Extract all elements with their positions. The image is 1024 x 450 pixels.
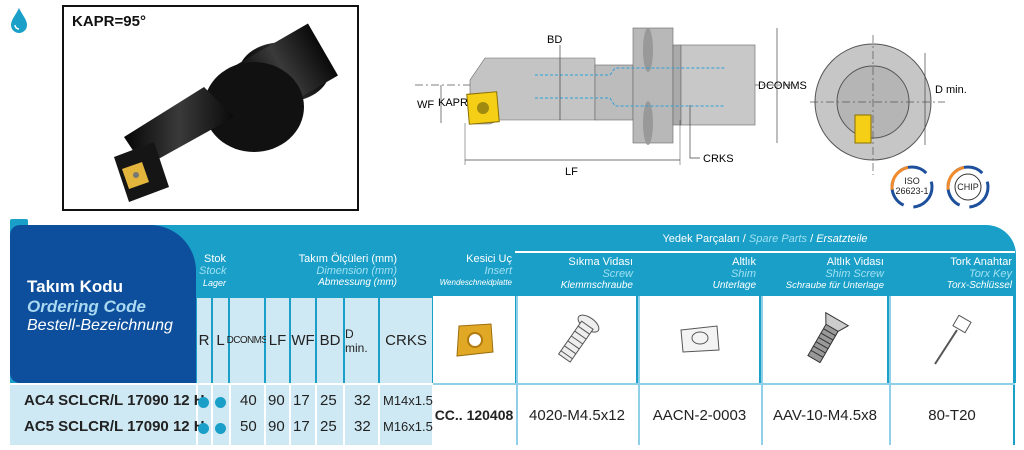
col-l: L: [213, 298, 228, 383]
screw-image-cell: [516, 296, 636, 383]
stock-dot-l: [215, 423, 226, 434]
tool-holder-image: [114, 23, 338, 202]
label-bd: BD: [547, 34, 562, 46]
spare-parts-header: Yedek Parçaları / Spare Parts / Ersatzte…: [662, 233, 868, 245]
torx-key-icon: [934, 314, 972, 365]
screw-icon: [557, 314, 600, 363]
dimensions-header: Takım Ölçüleri (mm)Dimension (mm)Abmessu…: [230, 250, 432, 296]
screw-code: 4020-M4.5x12: [516, 385, 636, 445]
table-row: AC5 SCLCR/L 17090 12 H 50 90 17 25 32 M1…: [24, 418, 433, 435]
product-photo: KAPR=95°: [62, 5, 359, 211]
shim-code: AACN-2-0003: [638, 385, 759, 445]
table-row: AC4 SCLCR/L 17090 12 H 40 90 17 25 32 M1…: [24, 392, 433, 409]
side-view-drawing: BD WF KAPR DCONMS CRKS LF: [415, 27, 807, 178]
shim-screw-icon: [807, 311, 850, 363]
shim-screw-image-cell: [761, 296, 887, 383]
col-dmin: D min.: [345, 298, 378, 383]
stock-dot-r: [198, 423, 209, 434]
col-r: R: [197, 298, 211, 383]
ordering-code-header: Takım Kodu Ordering Code Bestell-Bezeich…: [10, 225, 196, 383]
col-lf: LF: [266, 298, 289, 383]
insert-icon: [456, 322, 494, 357]
chip-badge: CHIP: [945, 164, 991, 210]
kapr-caption: KAPR=95°: [72, 13, 146, 30]
col-bd: BD: [317, 298, 343, 383]
label-dmin: D min.: [935, 84, 967, 96]
col-wf: WF: [291, 298, 315, 383]
stock-dot-l: [215, 397, 226, 408]
shim-icon: [679, 324, 720, 353]
end-view-drawing: D min.: [810, 35, 967, 175]
label-lf: LF: [565, 166, 578, 178]
stock-dot-r: [198, 397, 209, 408]
insert-image-cell: [433, 296, 515, 383]
torx-key-image-cell: [889, 296, 1015, 383]
label-crks: CRKS: [703, 153, 734, 165]
col-crks: CRKS: [380, 298, 432, 383]
col-dconms: DCONMS: [227, 298, 268, 383]
shim-screw-code: AAV-10-M4.5x8: [761, 385, 887, 445]
insert-code: CC.. 120408: [433, 385, 515, 445]
label-wf: WF: [417, 99, 434, 111]
coolant-drop-icon: [11, 8, 27, 33]
shim-image-cell: [638, 296, 759, 383]
label-dconms: DCONMS: [758, 80, 807, 92]
data-rows-bg: [10, 385, 432, 445]
label-kapr: KAPR: [438, 97, 468, 109]
torx-key-code: 80-T20: [889, 385, 1015, 445]
